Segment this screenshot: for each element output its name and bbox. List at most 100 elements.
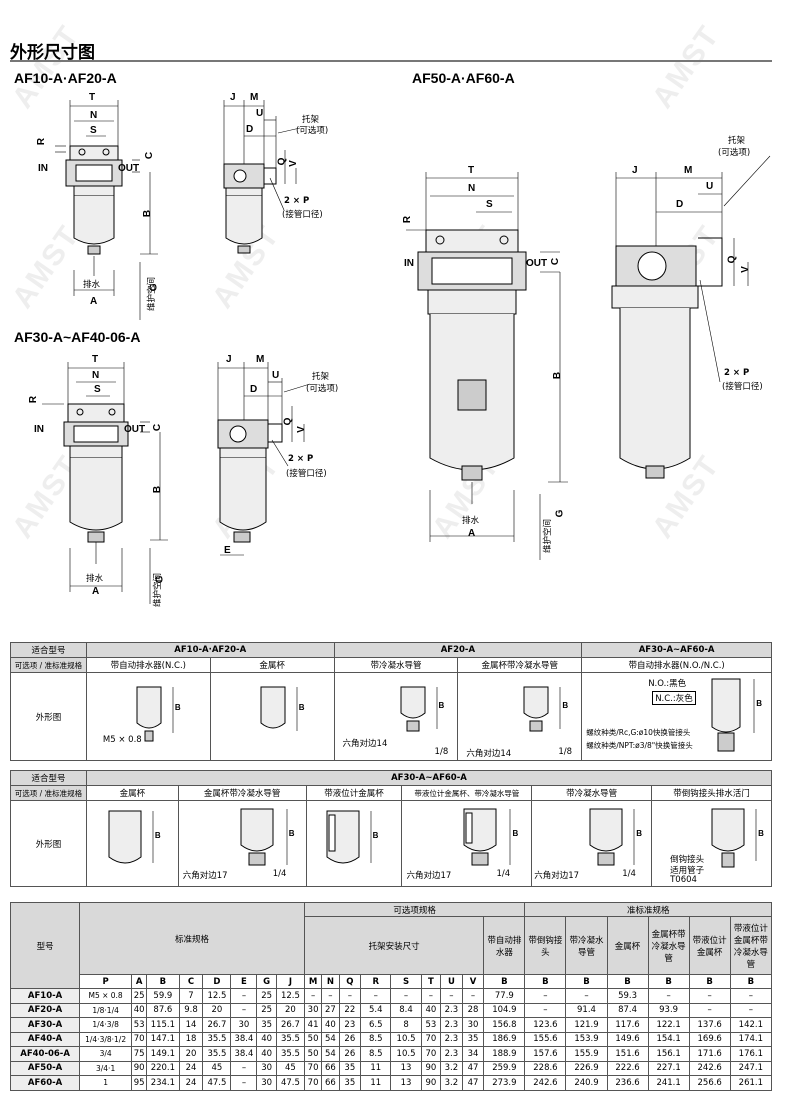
- value-cell: –: [729, 988, 773, 1004]
- dim-U: U: [272, 370, 280, 381]
- value-cell: 5.4: [360, 1002, 392, 1018]
- value-cell: 149.1: [146, 1046, 180, 1062]
- dim-Q: Q: [276, 157, 288, 166]
- value-cell: –: [338, 988, 362, 1004]
- option-drawing-cell: B N.O.:黑色 N.C.:灰色 螺纹种类/Rc,G:ø10快换管接头 螺纹种…: [581, 672, 772, 761]
- table-header-cell: 适合型号: [10, 770, 87, 786]
- value-cell: –: [420, 988, 442, 1004]
- af10-side-view: [223, 163, 277, 254]
- port-label: 2 × P: [288, 454, 314, 464]
- value-cell: 3/4: [79, 1046, 133, 1062]
- value-cell: 156.1: [647, 1046, 690, 1062]
- port-note: (接管口径): [282, 210, 323, 220]
- dim-G: G: [554, 509, 566, 518]
- value-cell: 24: [178, 1075, 204, 1091]
- value-cell: 2.3: [440, 1031, 463, 1047]
- dim-V: V: [287, 160, 299, 167]
- dim-B: B: [152, 485, 164, 494]
- table-subheader-cell: 金属杯: [85, 785, 179, 801]
- col-letter: B: [524, 974, 567, 989]
- dim-D: D: [246, 124, 254, 135]
- value-cell: 8.5: [360, 1031, 392, 1047]
- value-cell: 188.9: [483, 1046, 526, 1062]
- value-cell: 20: [202, 1002, 232, 1018]
- value-cell: 13: [390, 1060, 422, 1076]
- value-cell: 59.3: [606, 988, 649, 1004]
- value-cell: 3.2: [440, 1060, 463, 1076]
- value-cell: 236.6: [606, 1075, 649, 1091]
- value-cell: 41: [303, 1017, 323, 1033]
- value-cell: 35.5: [202, 1046, 232, 1062]
- model-title-af50-60: AF50-A·AF60-A: [412, 70, 515, 86]
- dim-T: T: [92, 354, 99, 365]
- option-drawing-cell: B: [209, 672, 335, 761]
- value-cell: 70: [303, 1060, 323, 1076]
- value-cell: 2.3: [440, 1046, 463, 1062]
- port-note: (接管口径): [286, 469, 327, 479]
- annot-barb2: 适用管子: [670, 866, 705, 876]
- value-cell: 9.8: [178, 1002, 204, 1018]
- option-drawing-cell: B 六角对边17 1/4: [531, 800, 653, 887]
- value-cell: 38.4: [230, 1031, 258, 1047]
- value-cell: 156.8: [483, 1017, 526, 1033]
- col-letter: Q: [338, 974, 362, 989]
- value-cell: –: [524, 988, 567, 1004]
- dim-D: D: [250, 384, 258, 395]
- value-cell: –: [688, 1002, 731, 1018]
- value-cell: 171.6: [688, 1046, 731, 1062]
- table-header-cell: AF20-A: [333, 642, 583, 658]
- col-letter: M: [303, 974, 323, 989]
- value-cell: 8: [390, 1017, 422, 1033]
- annot-1-4: 1/4: [272, 869, 287, 879]
- value-cell: 25: [131, 988, 148, 1004]
- table-subheader-cell: 带冷凝水导管: [531, 785, 653, 801]
- optional-label: (可选项): [718, 148, 751, 158]
- value-cell: 45: [275, 1060, 305, 1076]
- value-cell: 234.1: [146, 1075, 180, 1091]
- value-cell: 35: [338, 1060, 362, 1076]
- value-cell: 151.6: [606, 1046, 649, 1062]
- value-cell: 6.5: [360, 1017, 392, 1033]
- value-cell: 24: [178, 1060, 204, 1076]
- value-cell: 14: [178, 1017, 204, 1033]
- option-table-2: 适合型号 AF30-A~AF60-A 可选项 / 准标准规格 金属杯 金属杯带冷…: [10, 770, 773, 887]
- af30-side-view: [217, 419, 283, 543]
- value-cell: 8.4: [390, 1002, 422, 1018]
- value-cell: 70: [131, 1031, 148, 1047]
- dim-B: B: [174, 703, 181, 712]
- value-cell: 149.6: [606, 1031, 649, 1047]
- value-cell: 66: [321, 1075, 340, 1091]
- col-header-std: 标准规格: [79, 902, 305, 975]
- dim-B: B: [288, 829, 295, 838]
- table-row-label: 外形图: [10, 672, 87, 761]
- dim-B: B: [142, 209, 154, 218]
- table-header-cell: AF30-A~AF60-A: [85, 770, 773, 786]
- value-cell: 137.6: [688, 1017, 731, 1033]
- value-cell: –: [647, 988, 690, 1004]
- table-subheader-cell: 金属杯带冷凝水导管: [177, 785, 307, 801]
- col-letter: U: [440, 974, 463, 989]
- annot-hex17: 六角对边17: [406, 871, 452, 881]
- value-cell: 220.1: [146, 1060, 180, 1076]
- col-letter: B: [483, 974, 526, 989]
- col-letter: D: [202, 974, 232, 989]
- value-cell: 26: [338, 1046, 362, 1062]
- dim-N: N: [468, 183, 476, 194]
- dim-E: E: [224, 545, 231, 556]
- value-cell: 117.6: [606, 1017, 649, 1033]
- port-out: OUT: [118, 163, 140, 174]
- dim-R: R: [402, 215, 414, 224]
- annot-1-4: 1/4: [496, 869, 511, 879]
- table-subheader-cell: 可选项 / 准标准规格: [10, 785, 87, 801]
- dimension-drawings: [42, 100, 771, 604]
- value-cell: 90: [420, 1075, 442, 1091]
- table-subheader-cell: 带自动排水器(N.C.): [85, 657, 211, 673]
- value-cell: 10.5: [390, 1031, 422, 1047]
- value-cell: 228.6: [524, 1060, 567, 1076]
- col-header-autodrain: 带自动排水器: [483, 916, 526, 975]
- value-cell: –: [461, 988, 485, 1004]
- col-letter: T: [420, 974, 442, 989]
- table-subheader-cell: 带自动排水器(N.O./N.C.): [581, 657, 772, 673]
- col-header-bracket: 托架安装尺寸: [303, 916, 485, 975]
